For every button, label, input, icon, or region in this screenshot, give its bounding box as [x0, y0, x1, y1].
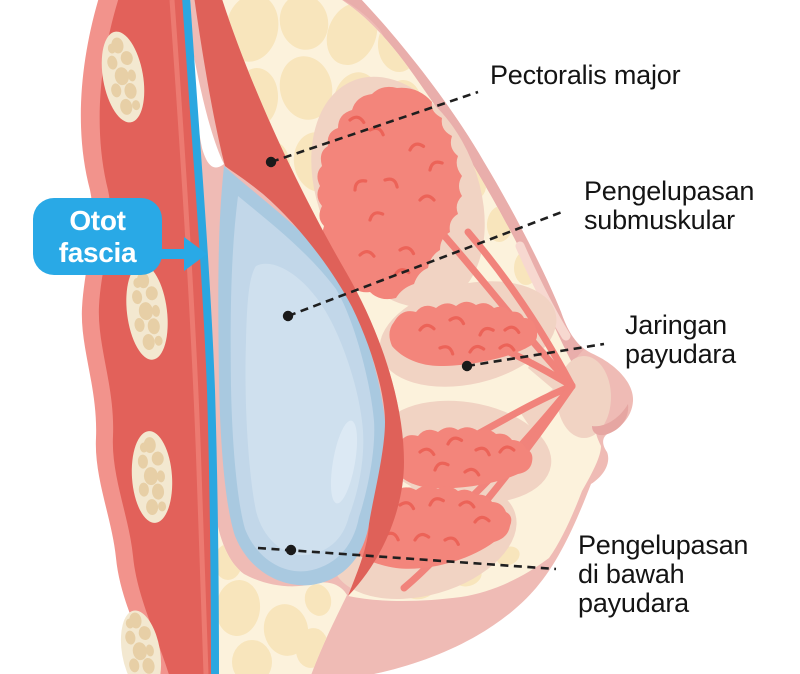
fascia-arrow-icon — [158, 249, 190, 259]
label-submammary-dissection: Pengelupasan di bawah payudara — [578, 530, 749, 618]
muscle-fascia-line — [182, 0, 219, 674]
label-submuscular-dissection: Pengelupasan submuskular — [584, 176, 755, 235]
leader-dot — [265, 156, 277, 168]
leader-pectoralis — [270, 90, 479, 164]
gap-sliver — [192, 46, 224, 168]
leader-lines — [257, 90, 605, 571]
fascia-badge: Otot fascia — [33, 198, 162, 275]
fascia-arrow-head-icon — [184, 237, 207, 271]
leader-breast-tissue — [466, 342, 605, 368]
leader-dot — [285, 544, 297, 556]
fascia-badge-line1: Otot — [69, 204, 126, 236]
rib-bone — [120, 610, 162, 674]
rib-bone — [126, 264, 168, 360]
pectoralis-major-muscle — [194, 0, 404, 596]
leader-submammary — [257, 546, 557, 571]
leader-dot — [461, 360, 473, 372]
leader-submuscular — [287, 210, 563, 318]
breast-implant — [218, 166, 386, 586]
rib-bone — [101, 31, 145, 123]
label-breast-tissue: Jaringan payudara — [625, 310, 736, 369]
leader-dot — [282, 310, 294, 322]
chest-wall-muscle — [80, 0, 217, 674]
nipple-shading — [592, 404, 629, 436]
fascia-badge-line2: fascia — [58, 236, 137, 268]
leader-dots — [265, 156, 473, 556]
inner-skin-highlight — [515, 241, 571, 341]
rib-bone — [131, 431, 173, 523]
label-pectoralis-major: Pectoralis major — [490, 60, 681, 90]
